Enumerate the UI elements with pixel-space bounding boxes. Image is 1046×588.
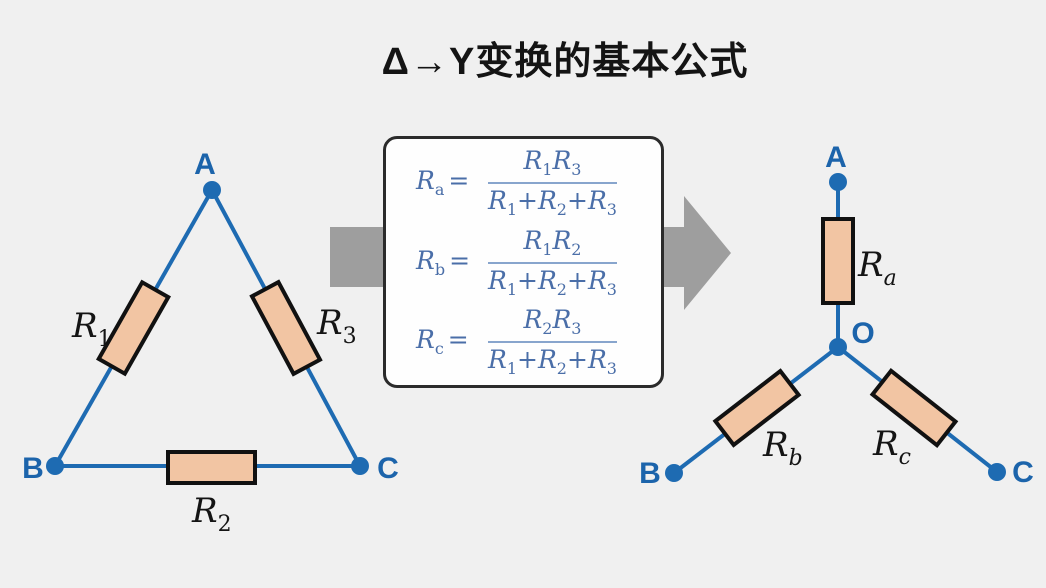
resistor-rb-label: Rb (762, 425, 803, 471)
delta-circuit: A B C R1 R2 R3 (22, 148, 399, 537)
formula-ra-numerator: R1R3 (488, 146, 617, 184)
resistor-rc (869, 368, 959, 448)
formula-ra-lhs: Ra= (416, 165, 470, 199)
resistor-ra-label: Ra (857, 245, 897, 291)
wye-node-a-label: A (825, 141, 847, 174)
delta-node-c-dot (351, 457, 369, 475)
delta-node-a-dot (203, 181, 221, 199)
wye-node-c-label: C (1012, 456, 1034, 489)
formula-ra-denominator: R1+R2+R3 (488, 185, 617, 219)
page-title: Δ→Y变换的基本公式 (381, 41, 749, 83)
formula-rb-fraction: R1R2 R1+R2+R3 (488, 226, 617, 299)
resistor-ra (821, 217, 855, 305)
delta-node-a-label: A (194, 148, 216, 181)
resistor-r2-label: R2 (191, 491, 232, 537)
formula-rc: Rc= R2R3 R1+R2+R3 (386, 305, 661, 378)
formula-rc-numerator: R2R3 (488, 305, 617, 344)
formula-box: Ra= R1R3 R1+R2+R3 Rb= R1R2 R1+R2+R3 Rc= … (383, 136, 664, 388)
delta-node-b-label: B (22, 452, 44, 485)
wye-node-b-label: B (639, 457, 661, 490)
delta-node-c-label: C (377, 452, 399, 485)
formula-rb: Rb= R1R2 R1+R2+R3 (386, 226, 661, 299)
resistor-rb (712, 368, 802, 448)
delta-node-b-dot (46, 457, 64, 475)
formula-rc-fraction: R2R3 R1+R2+R3 (488, 305, 617, 378)
resistor-r3-label: R3 (316, 303, 357, 349)
resistor-r1-label: R1 (71, 306, 112, 352)
formula-ra-fraction: R1R3 R1+R2+R3 (488, 146, 617, 219)
formula-rc-lhs: Rc= (416, 325, 469, 359)
wye-node-o-label: O (851, 317, 874, 350)
resistor-r2 (166, 450, 257, 485)
formula-rb-lhs: Rb= (416, 245, 471, 279)
formula-ra: Ra= R1R3 R1+R2+R3 (386, 146, 661, 219)
resistor-r3 (249, 279, 323, 377)
resistor-r1 (95, 279, 172, 377)
wye-node-b-dot (665, 464, 683, 482)
wye-node-c-dot (988, 463, 1006, 481)
resistor-rc-label: Rc (872, 424, 911, 470)
wye-circuit: A O B C Ra Rb Rc (639, 141, 1034, 490)
wye-node-o-dot (829, 338, 847, 356)
wye-node-a-dot (829, 173, 847, 191)
formula-rb-numerator: R1R2 (488, 226, 617, 264)
formula-rc-denominator: R1+R2+R3 (488, 345, 617, 379)
formula-rb-denominator: R1+R2+R3 (488, 265, 617, 299)
